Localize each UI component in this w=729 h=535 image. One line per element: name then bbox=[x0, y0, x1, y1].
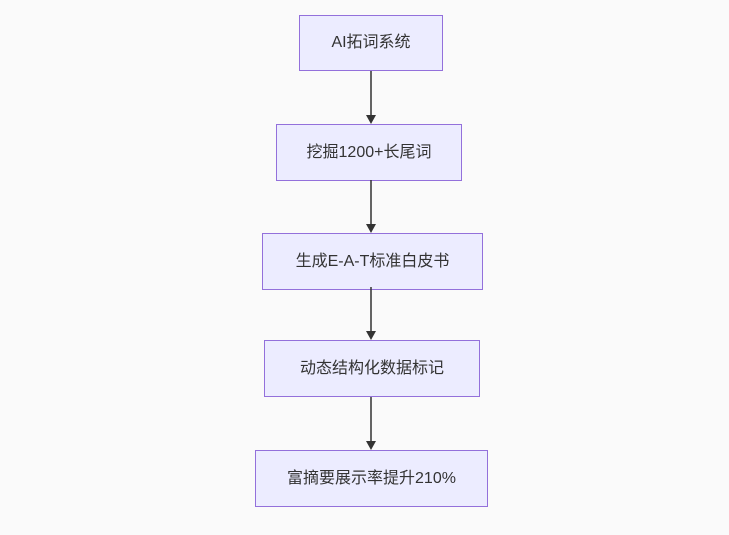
flowchart-edge-3 bbox=[364, 287, 378, 340]
flowchart-edge-4 bbox=[364, 397, 378, 450]
flowchart-edge-2 bbox=[364, 180, 378, 233]
arrow-down-icon bbox=[366, 287, 376, 340]
flowchart-node-3: 生成E-A-T标准白皮书 bbox=[262, 233, 483, 290]
arrow-down-icon bbox=[366, 180, 376, 233]
arrow-down-icon bbox=[366, 71, 376, 124]
flowchart-node-1: AI拓词系统 bbox=[299, 15, 443, 71]
flowchart-edge-1 bbox=[364, 71, 378, 124]
node-label: 动态结构化数据标记 bbox=[299, 359, 444, 377]
node-label: 生成E-A-T标准白皮书 bbox=[295, 252, 450, 270]
flowchart-node-4: 动态结构化数据标记 bbox=[264, 340, 480, 397]
flowchart-node-2: 挖掘1200+长尾词 bbox=[276, 124, 462, 181]
node-label: 挖掘1200+长尾词 bbox=[306, 143, 432, 161]
flowchart-node-5: 富摘要展示率提升210% bbox=[255, 450, 488, 507]
arrow-down-icon bbox=[366, 397, 376, 450]
node-label: 富摘要展示率提升210% bbox=[287, 469, 456, 487]
node-label: AI拓词系统 bbox=[331, 34, 411, 52]
